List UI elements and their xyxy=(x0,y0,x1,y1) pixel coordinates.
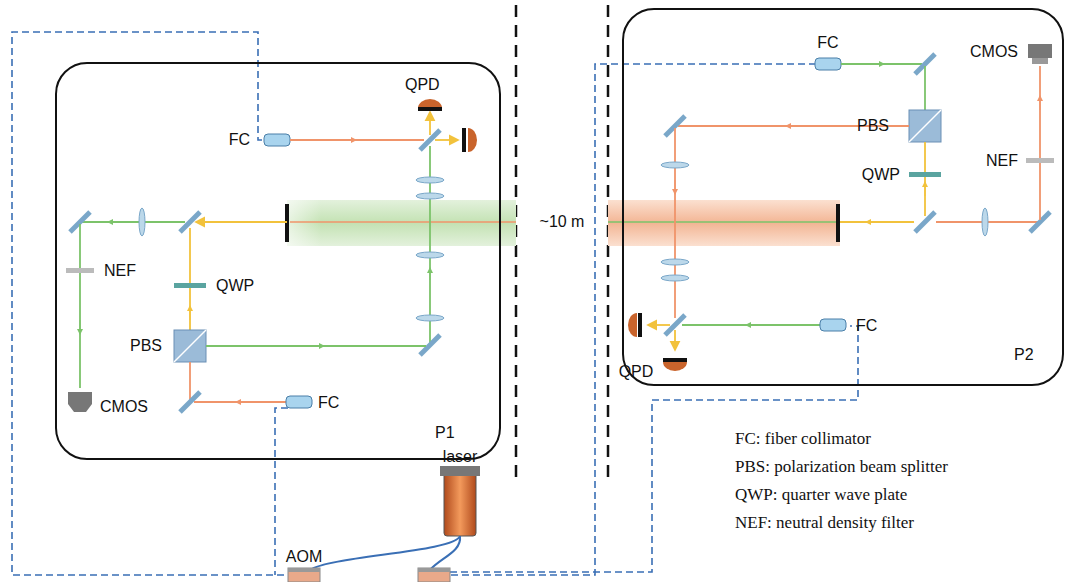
legend-line: FC: fiber collimator xyxy=(735,430,871,449)
platform-label: P1 xyxy=(435,424,455,442)
component-label: FC xyxy=(318,394,339,412)
source-label: laser xyxy=(443,448,478,466)
component-label: NEF xyxy=(104,262,136,280)
legend-line: PBS: polarization beam splitter xyxy=(735,458,948,477)
legend-line: NEF: neutral density filter xyxy=(735,514,914,533)
component-label: FC xyxy=(856,317,877,335)
legend-line: QWP: quarter wave plate xyxy=(735,486,907,505)
component-label: AOM xyxy=(286,548,322,566)
component-label: QPD xyxy=(619,363,654,381)
component-label: PBS xyxy=(857,117,889,135)
component-label: QWP xyxy=(216,277,254,295)
platform-label: P2 xyxy=(1014,346,1034,364)
component-label: QWP xyxy=(862,166,900,184)
component-label: CMOS xyxy=(100,398,148,416)
platform-region: P2 xyxy=(622,8,1064,386)
component-label: QPD xyxy=(405,76,440,94)
distance-label: ~10 m xyxy=(540,213,585,231)
component-label: PBS xyxy=(130,337,162,355)
component-label: CMOS xyxy=(970,43,1018,61)
component-label: FC xyxy=(817,34,838,52)
component-label: NEF xyxy=(986,152,1018,170)
component-label: FC xyxy=(229,131,250,149)
